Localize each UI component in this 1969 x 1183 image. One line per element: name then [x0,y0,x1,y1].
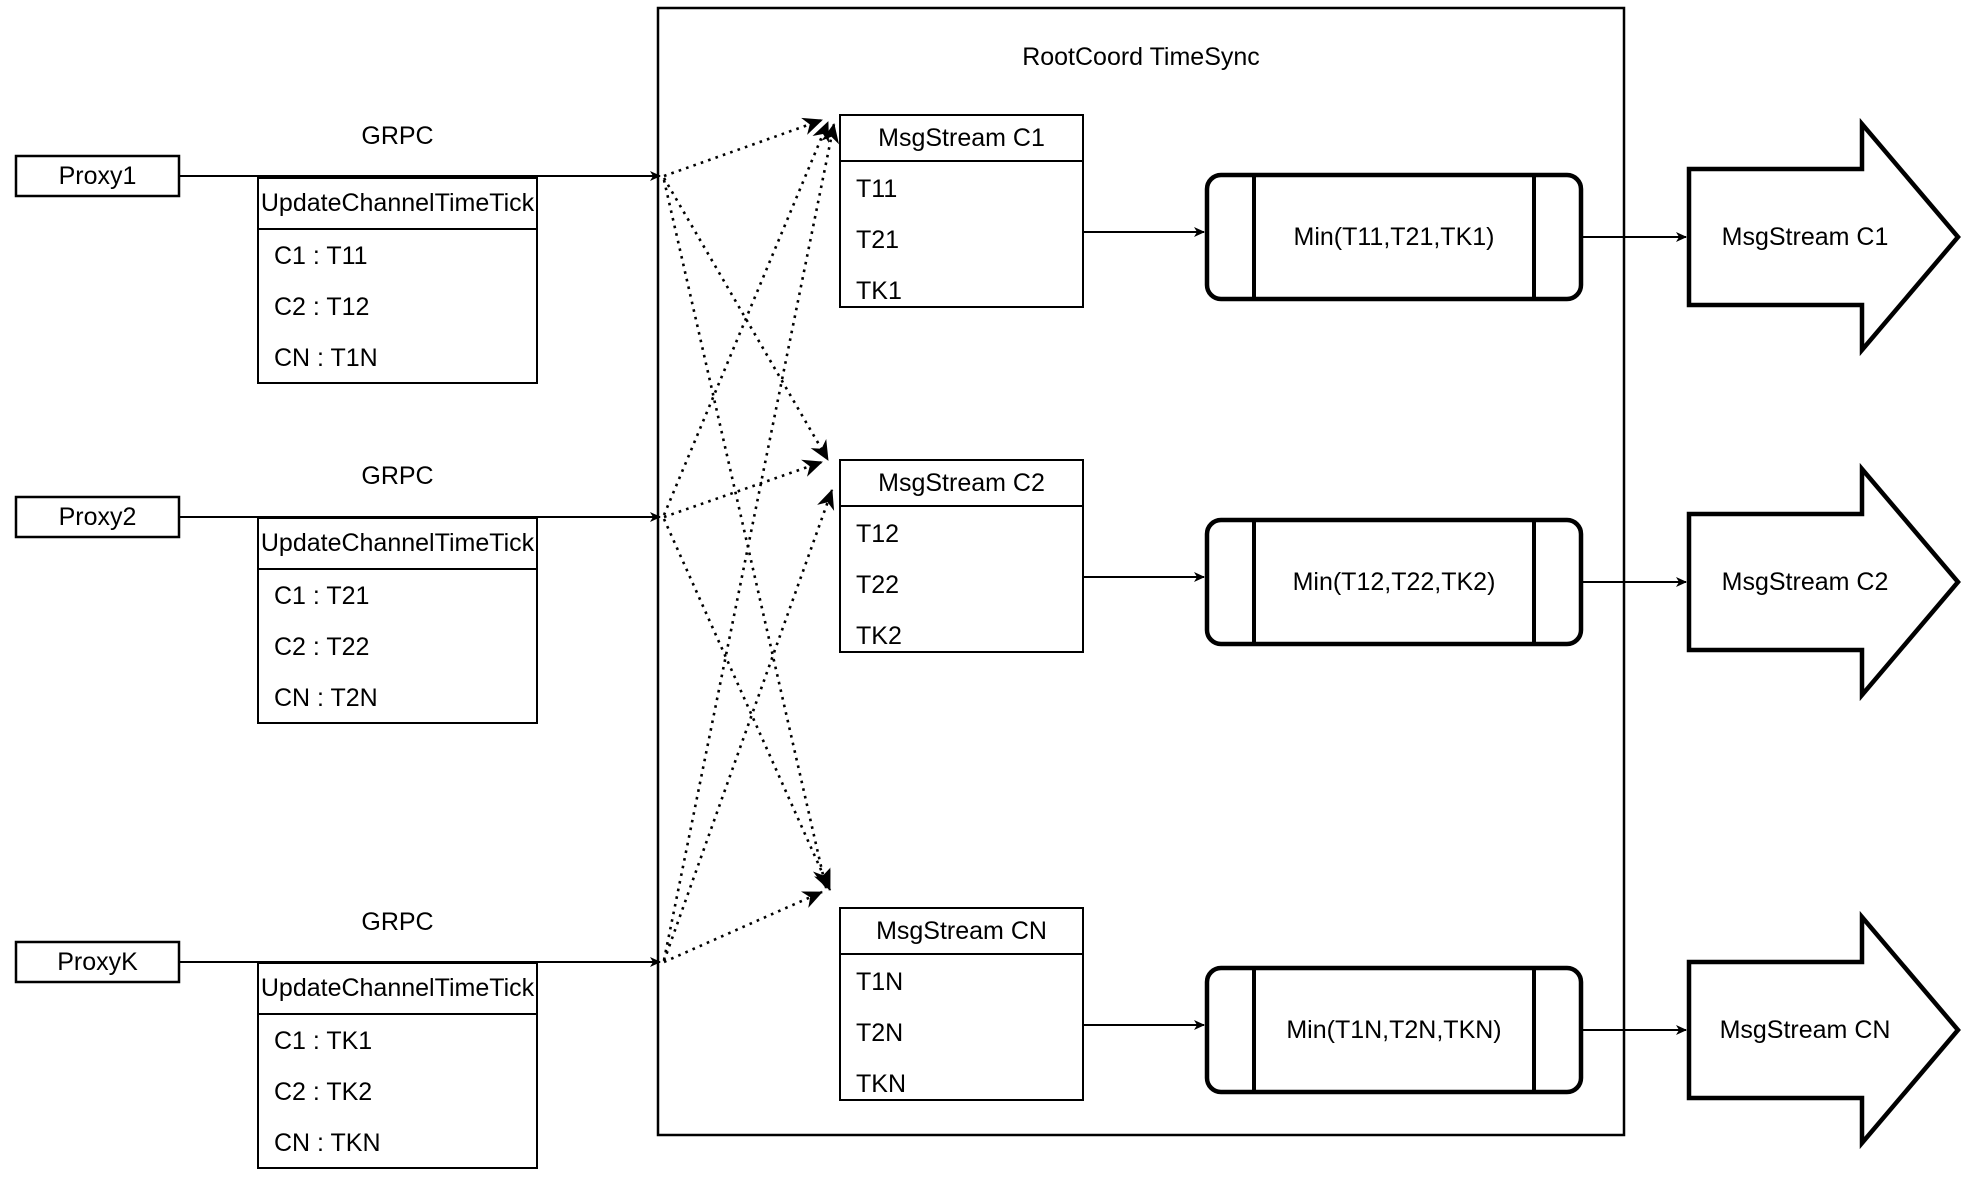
msgstream-c1-row-2: T21 [856,226,900,254]
proxyk-request-box [257,962,538,1169]
proxy1-box [14,154,181,198]
edge-p2-c1 [662,121,830,516]
rootcoord-container [656,6,1626,1137]
output-arrow-c1 [1686,117,1961,357]
msgstream-c1-row-3: TK1 [856,277,902,305]
proxy1-request-row-1: C1 : T11 [274,242,368,270]
msgstream-c2-row-2: T22 [856,571,900,599]
proxy2-label: Proxy2 [58,503,137,531]
min-c2-label: Min(T12,T22,TK2) [1292,568,1496,596]
proxyk-request-title: UpdateChannelTimeTick [260,974,535,1002]
edge-pk-c1 [662,123,840,961]
edge-pk-c2 [662,489,835,962]
msgstream-c1-title: MsgStream C1 [878,124,1045,152]
proxy2-request-row-1: C1 : T21 [274,582,370,610]
proxy1-label: Proxy1 [58,162,137,190]
msgstream-cn-title: MsgStream CN [876,917,1047,945]
proxyk-grpc-label: GRPC [361,908,434,936]
proxy1-request-title: UpdateChannelTimeTick [260,189,535,217]
msgstream-c1-box [839,114,1084,308]
proxyk-request-row-2: C2 : TK2 [274,1078,373,1106]
edge-p1-c1 [663,117,823,178]
msgstream-c1-row-1: T11 [856,175,898,203]
output-arrow-cn-label: MsgStream CN [1719,1016,1891,1044]
output-arrow-c2-label: MsgStream C2 [1721,568,1889,596]
msgstream-cn-row-3: TKN [856,1070,906,1098]
rootcoord-container-title: RootCoord TimeSync [1022,43,1260,71]
proxy1-request-row-3: CN : T1N [274,344,378,372]
edge-p2-cn [662,518,832,891]
proxy1-request-box [257,177,538,384]
proxy2-box [14,495,181,539]
msgstream-c2-title: MsgStream C2 [878,469,1045,497]
timetick-dispatch-edges [662,117,840,964]
proxyk-request-row-1: C1 : TK1 [274,1027,373,1055]
proxy1-request-row-2: C2 : T12 [274,293,370,321]
edge-pk-cn [663,890,823,964]
msgstream-cn-row-2: T2N [856,1019,904,1047]
proxyk-request-row-3: CN : TKN [274,1129,381,1157]
proxy2-request-title: UpdateChannelTimeTick [260,529,535,557]
msgstream-c2-row-1: T12 [856,520,900,548]
msgstream-cn-box [839,907,1084,1101]
msgstream-cn-row-1: T1N [856,968,904,996]
proxy1-grpc-label: GRPC [361,122,434,150]
min-cn-label: Min(T1N,T2N,TKN) [1286,1016,1502,1044]
proxy2-request-box [257,517,538,724]
msgstream-c2-box [839,459,1084,653]
proxyk-label: ProxyK [57,948,138,976]
proxy2-grpc-label: GRPC [361,462,434,490]
msgstream-c2-row-3: TK2 [856,622,902,650]
output-arrow-cn [1686,910,1961,1150]
output-arrow-c1-label: MsgStream C1 [1721,223,1889,251]
min-c1-label: Min(T11,T21,TK1) [1293,223,1495,251]
output-arrow-c2 [1686,462,1961,702]
proxy2-request-row-3: CN : T2N [274,684,378,712]
proxy2-request-row-2: C2 : T22 [274,633,370,661]
edge-p2-c2 [663,459,823,519]
